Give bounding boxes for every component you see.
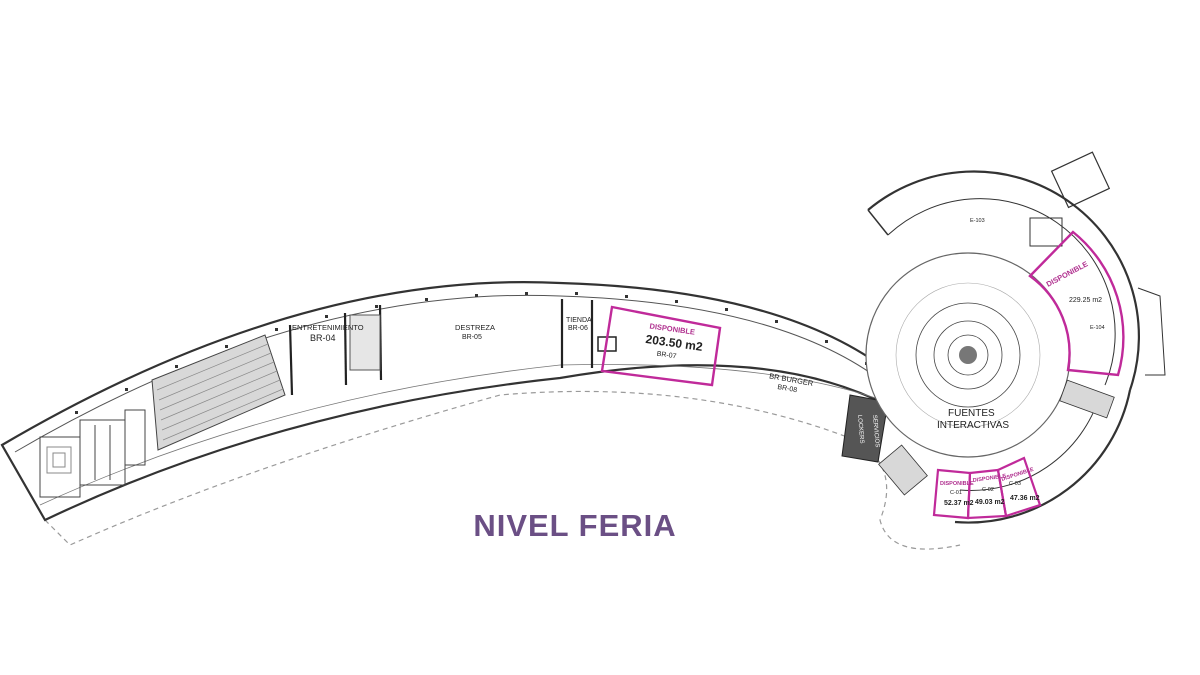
e104-unit-outline — [1028, 230, 1125, 377]
c03-unit-outline — [996, 456, 1042, 518]
e103-code: E-103 — [970, 218, 985, 224]
c03-area: 47.36 m2 — [1010, 495, 1040, 502]
level-title: NIVEL FERIA — [473, 508, 677, 543]
service-block — [841, 394, 889, 463]
br08-code: BR-08 — [777, 384, 798, 394]
e104-code: E-104 — [1090, 325, 1105, 331]
wing-inner-facade — [39, 364, 896, 506]
structural-columns — [75, 292, 868, 414]
e104-status: DISPONIBLE — [1045, 259, 1090, 288]
br07-code: BR-07 — [656, 351, 677, 361]
lockers-label: LOCKERS — [856, 415, 864, 444]
c02-code: C-02 — [982, 487, 994, 493]
entretenimiento-label: ENTRETENIMIENTO — [292, 323, 364, 332]
e104-area: 229.25 m2 — [1069, 297, 1102, 304]
wing-outline — [0, 281, 907, 522]
c02-area: 49.03 m2 — [975, 499, 1005, 506]
stair-core — [349, 314, 381, 371]
ring-building — [867, 151, 1166, 524]
c02-status: DISPONIBLE — [972, 473, 1006, 484]
servicios-label: SERVICIOS — [871, 415, 880, 448]
c01-area: 52.37 m2 — [944, 500, 974, 507]
br04-code: BR-04 — [310, 333, 336, 343]
curved-wing — [0, 281, 907, 522]
br05-code: BR-05 — [462, 334, 482, 341]
bleachers — [151, 334, 286, 451]
br06-code: BR-06 — [568, 325, 588, 332]
circular-plaza — [865, 252, 1071, 458]
interactivas-label: INTERACTIVAS — [937, 420, 1009, 431]
br07-unit-outline — [600, 305, 722, 387]
c03-code: C-03 — [1009, 481, 1021, 487]
c01-code: C-01 — [950, 490, 962, 496]
site-boundary-dashed — [44, 390, 961, 550]
tienda-label: TIENDA — [566, 317, 592, 324]
c01-status: DISPONIBLE — [940, 481, 974, 487]
fuentes-label: FUENTES — [948, 408, 995, 419]
fountain-center — [959, 346, 977, 364]
left-core — [39, 409, 146, 498]
destreza-label: DESTREZA — [455, 323, 495, 332]
